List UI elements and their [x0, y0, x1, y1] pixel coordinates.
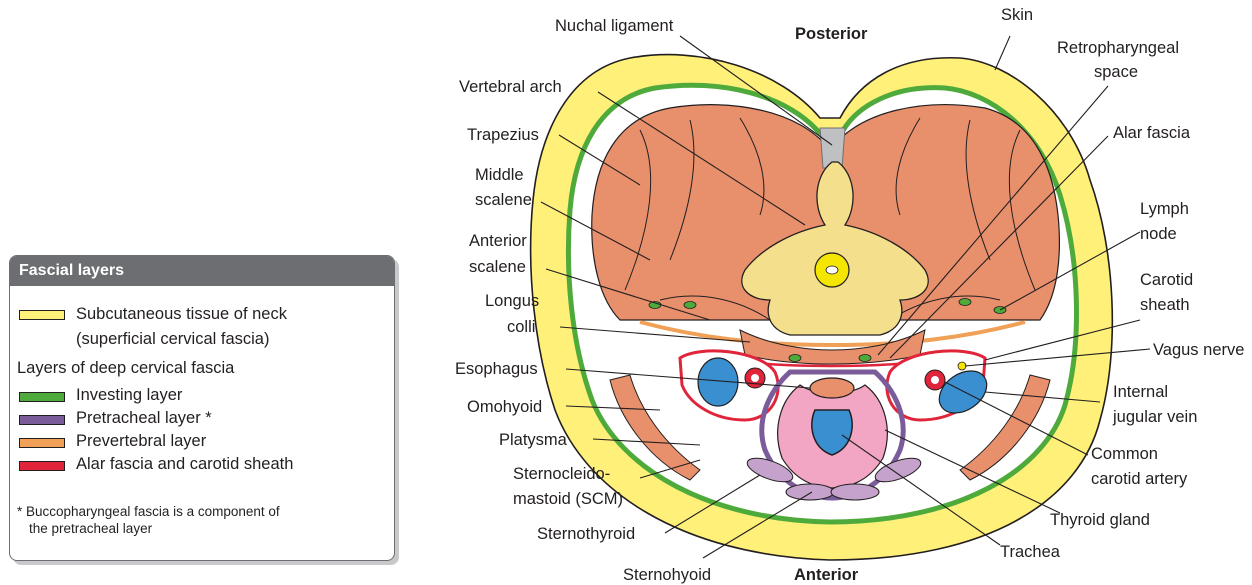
- label-ijv-2: jugular vein: [1112, 408, 1197, 426]
- label-nuchal-ligament: Nuchal ligament: [555, 17, 674, 35]
- label-skin: Skin: [1001, 6, 1033, 24]
- label-anterior-scalene-2: scalene: [469, 258, 526, 276]
- label-retropharyngeal-1: Retropharyngeal: [1057, 39, 1179, 57]
- label-vagus-nerve: Vagus nerve: [1153, 341, 1244, 359]
- label-carotid-sheath-1: Carotid: [1140, 271, 1193, 289]
- label-esophagus: Esophagus: [455, 360, 538, 378]
- label-carotid-sheath-2: sheath: [1140, 296, 1190, 314]
- label-scm-2: mastoid (SCM): [513, 490, 623, 508]
- label-middle-scalene-1: Middle: [475, 166, 524, 184]
- label-lymph-node-1: Lymph: [1140, 200, 1189, 218]
- label-cca-2: carotid artery: [1091, 470, 1188, 488]
- label-omohyoid: Omohyoid: [467, 398, 542, 416]
- label-trapezius: Trapezius: [467, 126, 539, 144]
- label-posterior: Posterior: [795, 25, 868, 43]
- label-sternothyroid: Sternothyroid: [537, 525, 635, 543]
- label-lymph-node-2: node: [1140, 225, 1177, 243]
- esophagus: [810, 378, 854, 398]
- label-thyroid-gland: Thyroid gland: [1050, 511, 1150, 529]
- label-cca-1: Common: [1091, 445, 1158, 463]
- label-middle-scalene-2: scalene: [475, 191, 532, 209]
- label-retropharyngeal-2: space: [1094, 63, 1138, 81]
- label-vertebral-arch: Vertebral arch: [459, 78, 562, 96]
- label-ijv-1: Internal: [1113, 383, 1168, 401]
- label-trachea: Trachea: [1000, 543, 1061, 561]
- label-anterior: Anterior: [794, 566, 859, 584]
- label-scm-1: Sternocleido-: [513, 465, 610, 483]
- label-sternohyoid: Sternohyoid: [623, 566, 711, 584]
- label-longus-colli-2: colli: [507, 318, 535, 336]
- label-platysma: Platysma: [499, 431, 568, 449]
- label-alar-fascia: Alar fascia: [1113, 124, 1191, 142]
- label-anterior-scalene-1: Anterior: [469, 232, 527, 250]
- vagus-nerve-right: [958, 362, 966, 370]
- label-longus-colli-1: Longus: [485, 292, 539, 310]
